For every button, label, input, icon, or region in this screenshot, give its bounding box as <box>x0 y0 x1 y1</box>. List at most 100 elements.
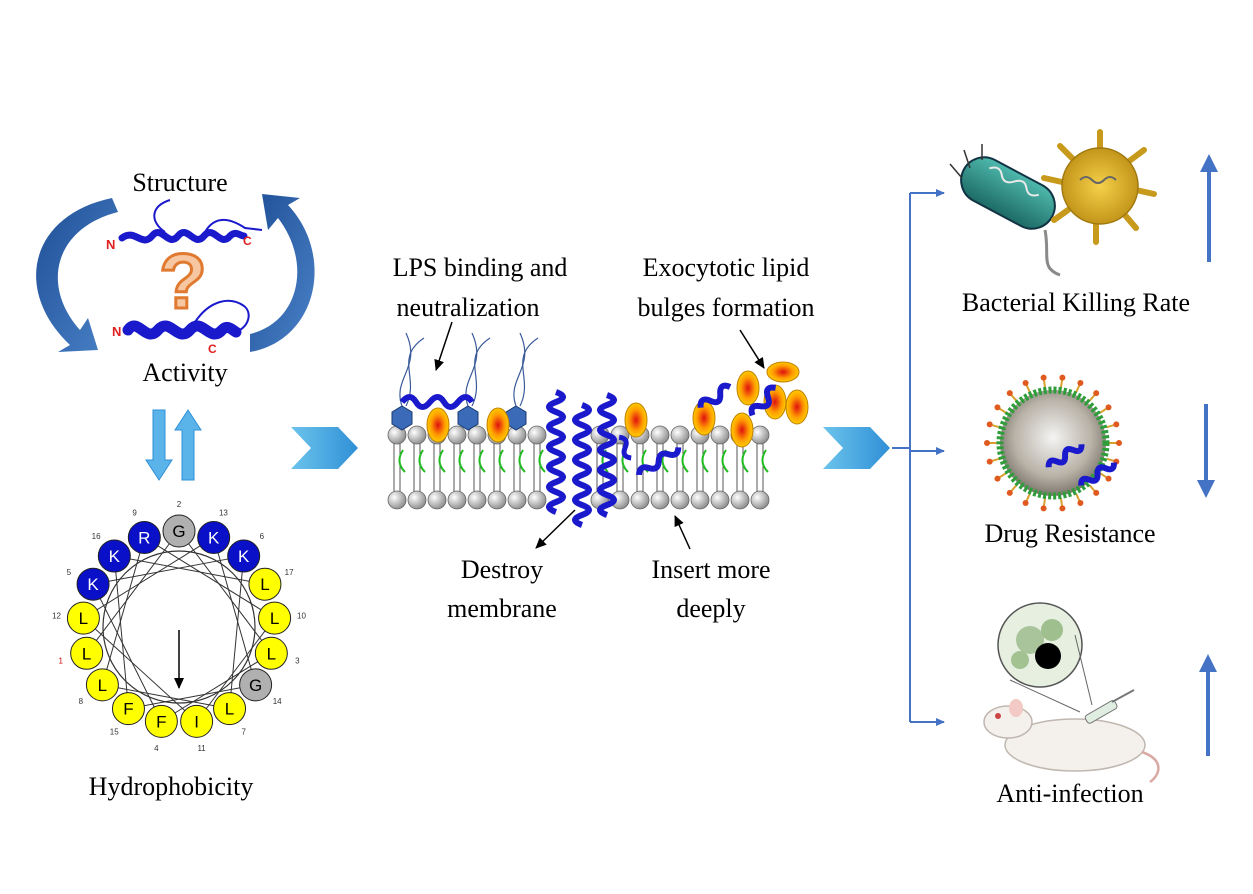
mouse-infection-icon <box>983 602 1160 784</box>
residue-number: 4 <box>154 744 159 753</box>
equilibrium-arrows <box>145 409 202 481</box>
exocytotic-pointer-arrow <box>739 329 765 369</box>
structure-activity-cycle: Structure N C ? N C Activity <box>36 168 315 387</box>
question-mark: ? <box>159 237 207 325</box>
residue-letter: L <box>82 644 91 663</box>
wheel-residue: G2 <box>162 500 196 548</box>
wheel-residue: K 16 <box>92 532 131 573</box>
wheel-residue: R9 <box>127 508 161 554</box>
residue-number: 13 <box>219 508 228 517</box>
residue-letter: F <box>123 700 133 719</box>
insert-label-line2: deeply <box>676 594 745 623</box>
residue-number: 9 <box>132 508 137 517</box>
wheel-connection <box>178 530 272 654</box>
residue-letter: L <box>79 609 88 628</box>
exocytotic-label-line2: bulges formation <box>638 293 815 322</box>
lps-pointer-arrow <box>434 321 453 371</box>
residue-letter: L <box>225 700 234 719</box>
resistant-cell-icon <box>984 374 1122 512</box>
residue-number: 11 <box>197 744 206 753</box>
residue-letter: R <box>138 528 150 547</box>
curved-arrow-left <box>36 198 118 352</box>
residue-number: 17 <box>285 568 294 577</box>
wheel-connection <box>196 617 275 722</box>
lipid-bilayer <box>387 332 809 528</box>
wheel-connection <box>102 684 230 710</box>
hydrophobicity-label: Hydrophobicity <box>89 772 254 801</box>
wheel-connection <box>128 684 256 710</box>
lps-label-line2: neutralization <box>397 293 540 322</box>
destroy-pointer-arrow <box>535 509 576 549</box>
residue-letter: L <box>270 609 279 628</box>
residue-letter: L <box>267 644 276 663</box>
outcome-branches <box>892 189 945 726</box>
membrane-mechanism: LPS binding and neutralization Exocytoti… <box>387 253 815 623</box>
wheel-residue: F15 <box>110 692 145 737</box>
wheel-residue: L1 <box>58 636 104 670</box>
wheel-connection <box>161 652 272 722</box>
wheel-connection <box>101 537 145 685</box>
wheel-residue: L 12 <box>52 601 100 635</box>
wheel-connection <box>213 537 257 685</box>
peptide-helix-top: N C <box>106 199 263 252</box>
structure-label: Structure <box>132 168 227 197</box>
wheel-residue: K 13 <box>197 508 231 554</box>
wheel-connection <box>229 556 245 709</box>
virus-icon <box>1041 129 1157 245</box>
wheel-connection <box>92 583 162 722</box>
residue-letter: L <box>260 575 269 594</box>
drug-resistance-label: Drug Resistance <box>984 519 1155 548</box>
flow-chevron-left <box>291 427 358 469</box>
residue-letter: K <box>208 528 220 547</box>
wheel-connection <box>114 555 266 585</box>
residue-number: 10 <box>297 612 306 621</box>
curved-arrow-right <box>250 194 315 352</box>
residue-number: 2 <box>177 500 182 509</box>
wheel-residue: G14 <box>239 668 282 706</box>
residue-letter: G <box>172 522 185 541</box>
insert-label-line1: Insert more <box>651 555 770 584</box>
anti-infection-label: Anti-infection <box>996 779 1143 808</box>
exocytotic-label-line1: Exocytotic lipid <box>643 253 810 282</box>
residue-letter: L <box>98 676 107 695</box>
wheel-connection <box>92 555 244 585</box>
residue-number: 8 <box>79 697 84 706</box>
insert-pointer-arrow <box>674 515 691 550</box>
residue-number: 16 <box>92 532 101 541</box>
destroy-label-line1: Destroy <box>461 555 543 584</box>
trend-arrow-infection-up <box>1199 654 1217 756</box>
wheel-residue: L 17 <box>248 567 294 601</box>
wheel-connection <box>83 617 197 722</box>
lps-label-line1: LPS binding and <box>393 253 568 282</box>
residue-number: 1 <box>58 657 63 666</box>
c-terminus-label-top: C <box>243 234 252 248</box>
wheel-connection <box>144 537 275 619</box>
flow-chevron-right <box>823 427 890 469</box>
wheel-connection <box>113 556 129 709</box>
peptide-helix-bottom: N C <box>112 299 250 356</box>
activity-label: Activity <box>142 358 227 387</box>
cell-spikes <box>984 374 1122 512</box>
residue-letter: K <box>238 547 250 566</box>
bacteria-icon <box>949 144 1061 277</box>
residue-letter: K <box>87 575 99 594</box>
killing-rate-label: Bacterial Killing Rate <box>962 288 1190 317</box>
residue-letter: K <box>109 547 121 566</box>
wheel-connection <box>83 537 214 619</box>
wheel-connection-lines <box>83 530 275 722</box>
residue-number: 7 <box>242 728 247 737</box>
trend-arrow-resistance-down <box>1197 404 1215 498</box>
wheel-residue: I 11 <box>180 704 214 753</box>
residue-letter: F <box>156 712 166 731</box>
wheel-residue: K6 <box>227 532 265 573</box>
wheel-residue: L7 <box>213 692 247 737</box>
residue-number: 12 <box>52 612 61 621</box>
residue-number: 5 <box>67 568 72 577</box>
residue-letter: I <box>194 712 199 731</box>
destroy-label-line2: membrane <box>447 594 557 623</box>
n-terminus-label-top: N <box>106 237 115 252</box>
residue-number: 14 <box>273 697 282 706</box>
